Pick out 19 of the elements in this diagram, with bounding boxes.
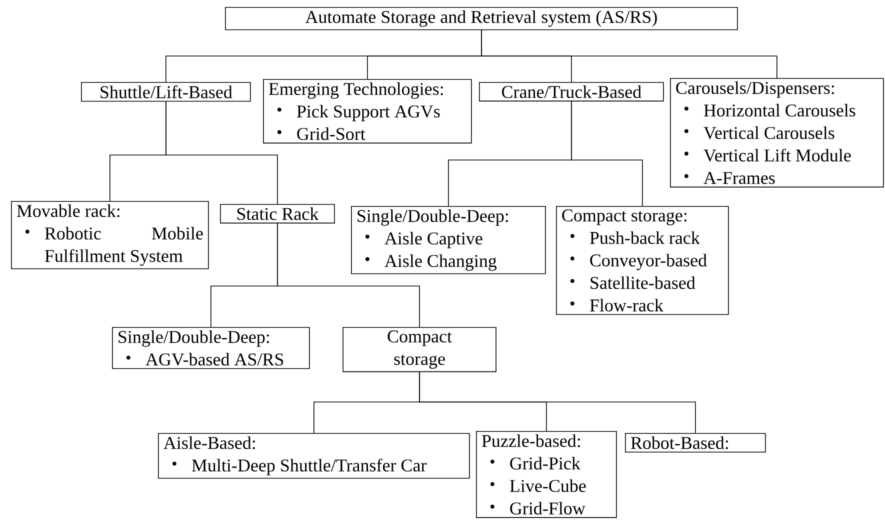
- connector-line: [419, 372, 696, 434]
- category-box: Crane/Truck-Based: [479, 82, 664, 102]
- category-box: Compact storage: [342, 327, 496, 372]
- connector-line: [166, 101, 278, 204]
- category-box: Aisle-Based: Multi-Deep Shuttle/Transfer Car: [158, 433, 470, 479]
- category-box: Compact storage: Push-back rack Conveyor-based Satellite-based Flow-rack: [556, 206, 729, 315]
- category-box: Robot-Based:: [625, 433, 766, 453]
- connector-line: [277, 223, 420, 328]
- category-box: Static Rack: [220, 204, 335, 224]
- category-box: Puzzle-based: Grid-Pick Live-Cube Grid-Flow: [476, 431, 617, 518]
- category-box: Automate Storage and Retrieval system (AS/RS): [225, 7, 738, 30]
- category-box: Emerging Technologies: Pick Support AGVs Grid-Sort: [263, 79, 472, 144]
- category-box: Movable rack: Robotic Mobile Fulfillment System: [11, 201, 209, 270]
- category-box: Shuttle/Lift-Based: [81, 82, 251, 102]
- connector-line: [481, 30, 778, 78]
- connector-line: [571, 101, 643, 206]
- category-box: Single/Double-Deep: Aisle Captive Aisle Changing: [351, 206, 546, 274]
- category-box: Carousels/Dispensers: Horizontal Carousels Vertical Carousels Vertical Lift Module A-Frames: [670, 78, 884, 188]
- category-box: Single/Double-Deep: AGV-based AS/RS: [112, 327, 310, 370]
